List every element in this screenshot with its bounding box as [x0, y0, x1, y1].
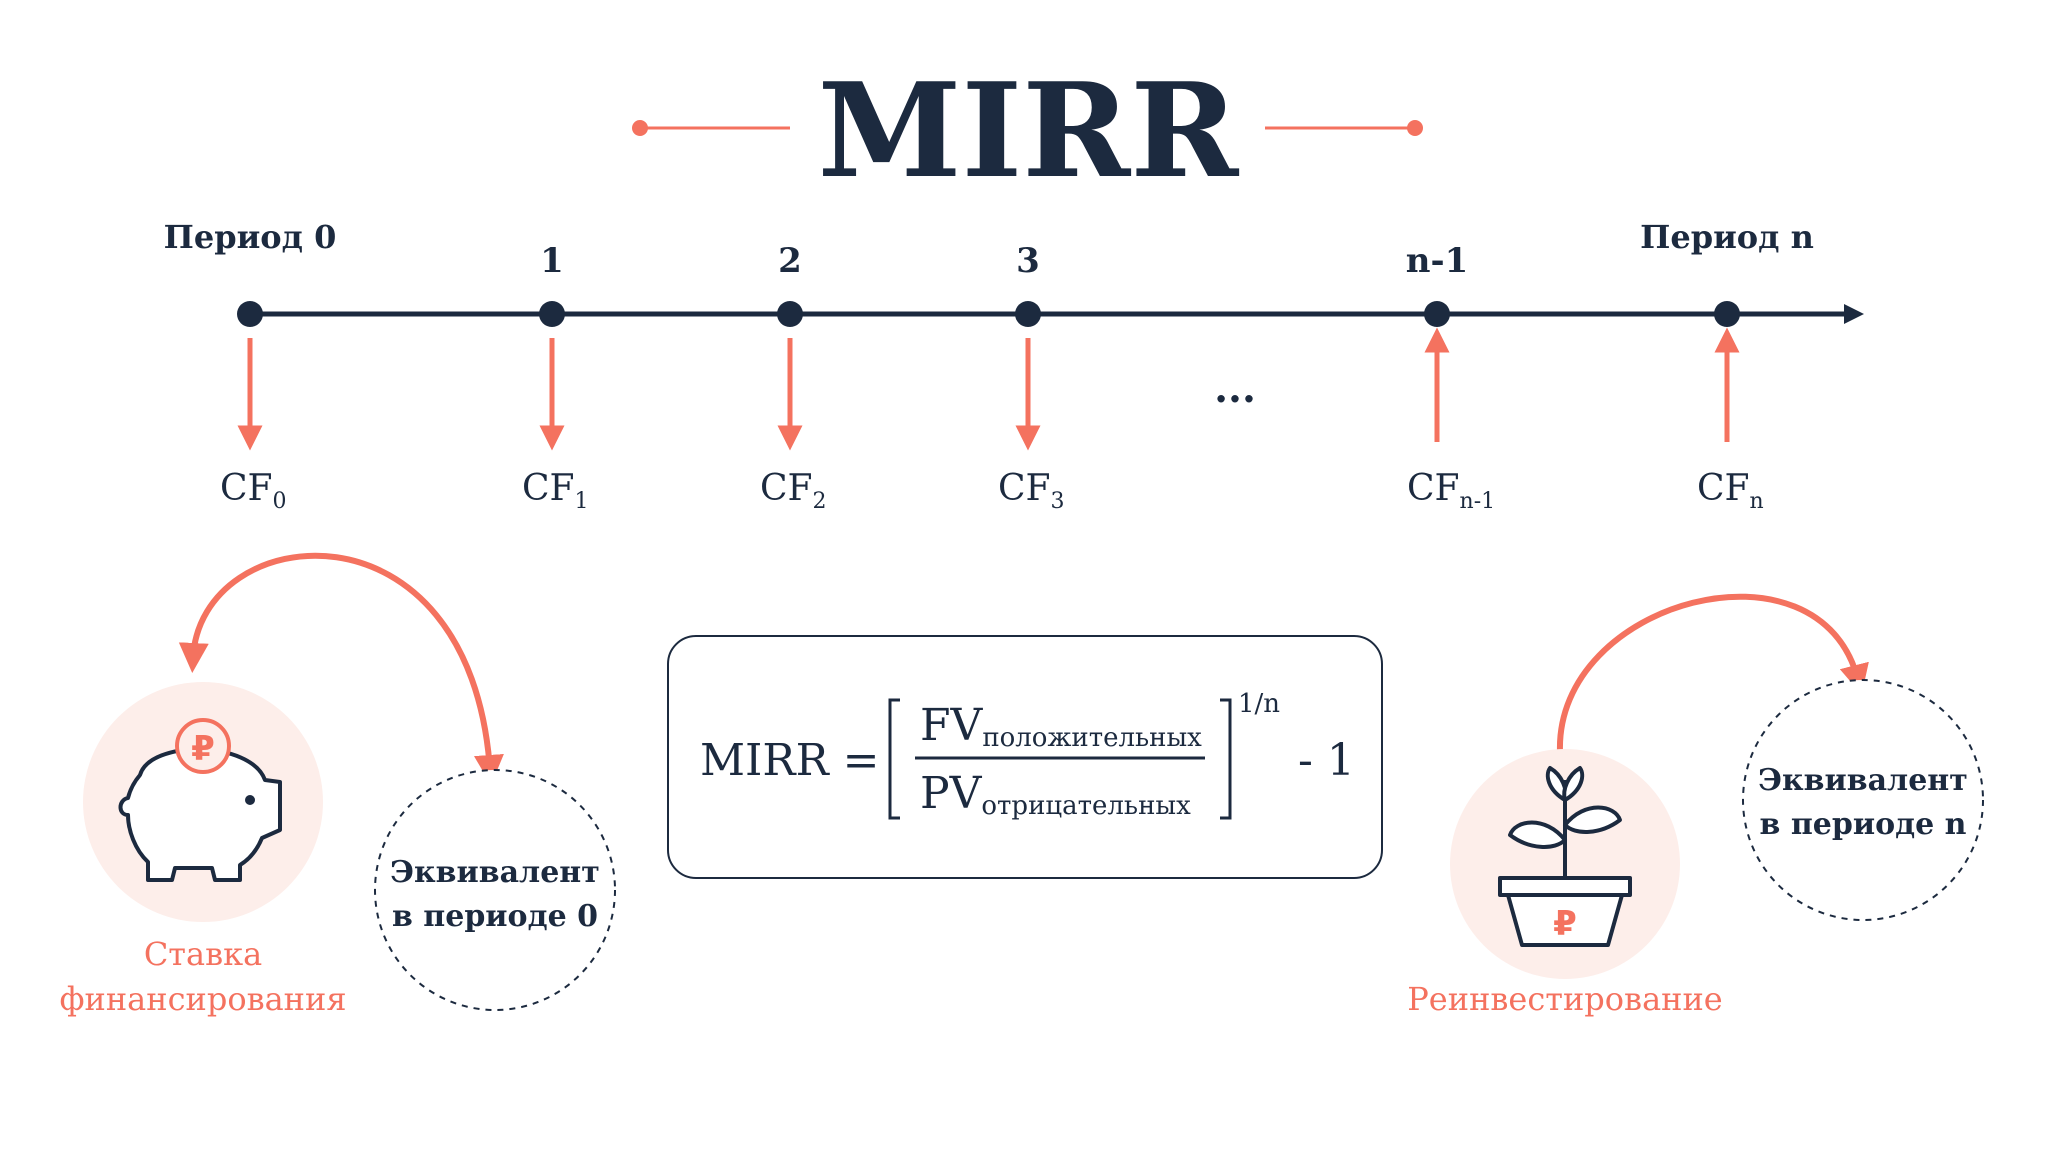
- equivalent-circle-right: [1742, 679, 1984, 921]
- timeline-label: 2: [778, 241, 802, 281]
- timeline-ellipsis: ...: [1214, 365, 1256, 412]
- formula-box: MIRR = FVположительных PVотрицательных 1…: [667, 635, 1383, 879]
- reinvestment-group: ₽ Эквивалент в периоде n Реинвестировани…: [1407, 593, 1984, 1018]
- financing-caption-line2: финансирования: [59, 980, 346, 1018]
- timeline-dot: [1015, 301, 1041, 327]
- reinvestment-arc: [1556, 593, 1869, 753]
- coin-icon: [175, 718, 231, 774]
- financing-caption-line1: Ставка: [144, 935, 262, 973]
- ruble-symbol-left: ₽: [191, 729, 215, 769]
- timeline-dot: [1714, 301, 1740, 327]
- timeline-label: 3: [1016, 241, 1040, 281]
- timeline-dot: [1424, 301, 1450, 327]
- equivalent-right-line2: в периоде n: [1760, 807, 1967, 842]
- timeline-dot: [777, 301, 803, 327]
- formula-lhs: MIRR =: [700, 735, 880, 786]
- bracket-left: [888, 698, 900, 820]
- equivalent-left-line1: Эквивалент: [390, 855, 600, 890]
- title-group: MIRR: [632, 54, 1423, 207]
- ruble-symbol-right: ₽: [1553, 904, 1577, 944]
- cash-flow-label: CFn-1: [1407, 468, 1495, 514]
- timeline-dot: [539, 301, 565, 327]
- formula-exponent: 1/n: [1238, 689, 1280, 719]
- cash-flow-label: CF0: [220, 468, 287, 514]
- cash-flow-label: CF3: [998, 468, 1065, 514]
- equivalent-right-line1: Эквивалент: [1758, 763, 1968, 798]
- financing-group: ₽ Эквивалент в периоде 0 Ставка финансир…: [59, 552, 616, 1018]
- timeline-dot: [237, 301, 263, 327]
- timeline-label: Период n: [1640, 218, 1814, 256]
- formula-tail: - 1: [1298, 735, 1355, 786]
- title-dot-right: [1407, 120, 1423, 136]
- title-dot-left: [632, 120, 648, 136]
- timeline-label: n-1: [1406, 241, 1469, 281]
- equivalent-left-line2: в периоде 0: [392, 899, 598, 934]
- formula-numerator: FVположительных: [920, 700, 1202, 753]
- piggy-bank-icon: [118, 747, 282, 882]
- formula-denominator: PVотрицательных: [920, 768, 1191, 821]
- equivalent-circle-left: [374, 769, 616, 1011]
- page-title: MIRR: [818, 54, 1240, 207]
- plant-pot-icon: [1498, 766, 1632, 947]
- cash-flow-label: CF2: [760, 468, 827, 514]
- timeline-label: 1: [540, 241, 564, 281]
- bracket-right: [1220, 698, 1232, 820]
- financing-arc: [178, 552, 504, 785]
- timeline-label: Период 0: [164, 218, 337, 256]
- reinvestment-caption: Реинвестирование: [1407, 980, 1722, 1018]
- cash-flow-label: CF1: [522, 468, 589, 514]
- cash-flow-label: CFn: [1697, 468, 1764, 514]
